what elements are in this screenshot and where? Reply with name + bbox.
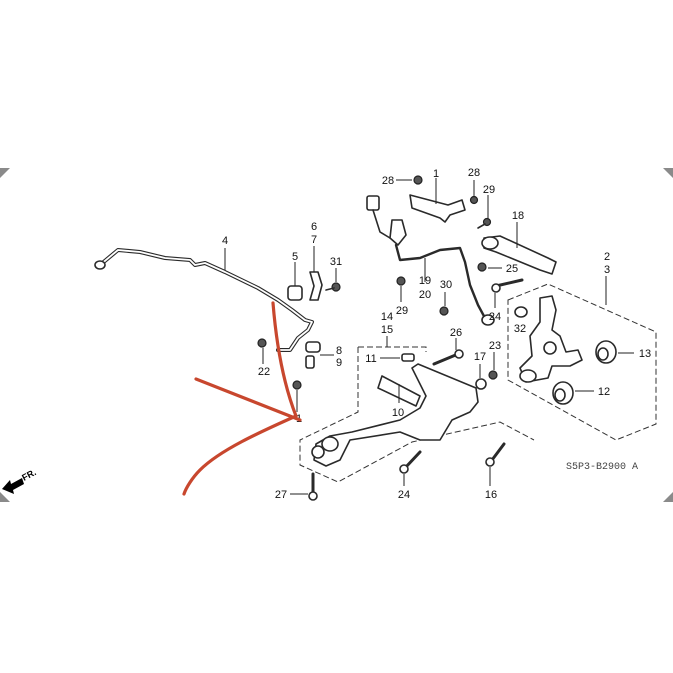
callout-28-right: 28 (468, 167, 480, 179)
arrow-left-icon (2, 478, 24, 494)
callout-27: 27 (275, 489, 287, 501)
nut-22 (257, 338, 267, 348)
callout-2: 2 (604, 251, 610, 263)
callout-5: 5 (292, 251, 298, 263)
callout-15: 15 (381, 324, 393, 336)
callout-19: 19 (419, 275, 431, 287)
rear-knuckle (519, 295, 583, 383)
bolt-29-lower (396, 276, 406, 286)
callout-32: 32 (514, 323, 526, 335)
nut-21 (292, 380, 302, 390)
callout-26: 26 (450, 327, 462, 339)
front-direction-arrow: FR. (2, 467, 38, 494)
callout-24-lower: 24 (398, 489, 410, 501)
bushing-13 (595, 340, 617, 364)
bolt-26 (432, 349, 464, 366)
corner-mark-bottom-left (0, 492, 10, 502)
bolt-24-lower (399, 450, 422, 474)
diagram-code: S5P3-B2900 A (566, 462, 638, 473)
knuckle-group-outline (507, 283, 657, 441)
callout-12: 12 (598, 386, 610, 398)
corner-mark-top-right (663, 168, 673, 178)
front-label: FR. (20, 467, 37, 483)
clip-28-right (469, 195, 479, 205)
bushing-32 (514, 306, 528, 318)
corner-mark-top-left (0, 168, 10, 178)
callout-18: 18 (512, 210, 524, 222)
bolt-25 (477, 262, 487, 272)
callout-24-upper: 24 (489, 311, 501, 323)
callout-20: 20 (419, 289, 431, 301)
bracket-1 (409, 194, 466, 223)
callout-23: 23 (489, 340, 501, 352)
callout-28-left: 28 (382, 175, 394, 187)
callout-29-upper: 29 (483, 184, 495, 196)
callout-10: 10 (392, 407, 404, 419)
washer-17 (475, 378, 487, 390)
callout-22: 22 (258, 366, 270, 378)
callout-11: 11 (365, 353, 376, 365)
callout-13: 13 (639, 348, 651, 360)
callout-29-lower: 29 (396, 305, 408, 317)
bushing-12 (552, 381, 574, 405)
bolt-30 (439, 306, 449, 316)
stabilizer-bar (94, 248, 314, 352)
bushing-holder (309, 271, 323, 301)
callout-3: 3 (604, 264, 610, 276)
callout-1: 1 (433, 168, 439, 180)
callout-4: 4 (222, 235, 228, 247)
corner-mark-bottom-right (663, 492, 673, 502)
callout-6: 6 (311, 221, 317, 233)
callout-14: 14 (381, 311, 393, 323)
abs-sensor-harness (366, 195, 495, 326)
clip-28-left (413, 175, 423, 185)
upper-arm-18 (481, 235, 557, 275)
nut-23 (488, 370, 498, 380)
red-annotation-marks (182, 301, 302, 496)
bolt-29-upper (477, 217, 492, 229)
callout-9: 9 (336, 357, 342, 369)
lower-arm-group-outline (299, 346, 535, 483)
callout-7: 7 (311, 234, 317, 246)
bolt-24-upper (491, 278, 524, 293)
bolt-31 (325, 282, 341, 292)
stabilizer-bushing (287, 285, 303, 301)
callout-30: 30 (440, 279, 452, 291)
callout-16: 16 (485, 489, 497, 501)
callout-17: 17 (474, 351, 486, 363)
stabilizer-link (305, 341, 321, 369)
callout-25: 25 (506, 263, 518, 275)
bolt-16 (485, 442, 506, 467)
bolt-11 (401, 353, 415, 362)
bolt-27 (308, 472, 318, 501)
callout-31: 31 (330, 256, 342, 268)
callout-8: 8 (336, 345, 342, 357)
